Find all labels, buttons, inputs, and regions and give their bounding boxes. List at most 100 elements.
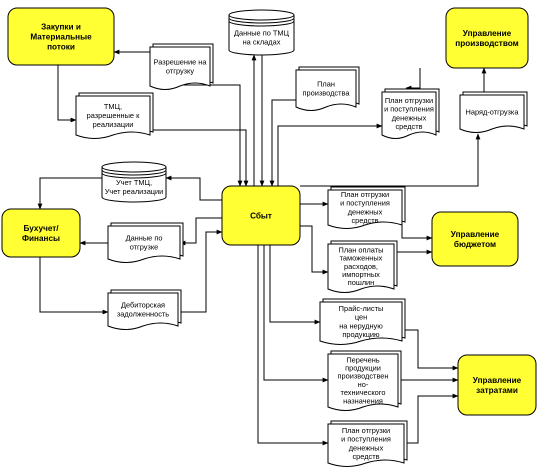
document-sheet [327, 189, 403, 229]
document-plan-oplaty-tamozhennyh[interactable]: План оплатытаможенныхрасходов,импортныхп… [327, 240, 398, 293]
document-sheet [327, 243, 395, 293]
process-label-line-1: Управление [451, 230, 500, 239]
document-sheet [75, 95, 151, 139]
arrow-tmc-to-sbyt [150, 129, 249, 187]
document-label-line-2: и поступления [384, 105, 434, 114]
document-sheet [107, 292, 179, 330]
cylinder-body [101, 161, 167, 203]
process-box [7, 7, 115, 66]
arrow-buhuchet-to-debitor [39, 257, 109, 315]
document-label-line-2: продукции [345, 363, 381, 372]
arrow-sbyt-to-plan-oplat [300, 225, 329, 275]
document-sheet [381, 91, 437, 139]
process-box [1, 208, 81, 258]
document-label-line-4: но- [358, 380, 369, 389]
arrow-proizvodstvo-to-plan-pr [405, 68, 421, 91]
document-label-line-3: денежных [349, 443, 384, 452]
document-sheet [107, 225, 181, 263]
arrow-sbyt-to-naryad [300, 133, 481, 187]
arrow-debitor-to-sbyt [178, 229, 223, 313]
cylinder-rim-1 [228, 14, 295, 21]
document-label-line-1: План отгрузки [342, 426, 390, 435]
process-box [445, 7, 529, 69]
process-label-line-2: производством [455, 39, 518, 48]
flow-arrows [37, 49, 487, 446]
document-label-line-4: продукцию [342, 330, 380, 339]
arrow-sbyt-to-prais [269, 245, 321, 325]
document-naryad-otgruzka[interactable]: Наряд-отгрузка [459, 91, 528, 133]
process-label-line-1: Закупки и [41, 22, 81, 31]
process-label-line-3: потоки [47, 42, 75, 51]
document-label-line-3: денежных [392, 113, 427, 122]
store-label-line-1: Учет ТМЦ, [116, 178, 152, 187]
document-label-line-1: План [317, 80, 335, 89]
document-sheet [319, 301, 403, 345]
cylinder-rim-3 [101, 172, 167, 179]
document-sheet [327, 423, 405, 467]
document-sheet [149, 46, 211, 90]
document-label-line-4: средств [351, 216, 378, 225]
arrow-plan-otgr2-to-budzhet [401, 218, 433, 241]
document-label-line-2: цен [355, 313, 367, 322]
arrow-razresh-to-sbyt [180, 84, 243, 187]
arrow-sbyt-to-plan-otgr1 [277, 123, 383, 186]
process-sbyt[interactable]: Сбыт [221, 185, 301, 246]
document-label-line-2: задолженность [117, 309, 169, 318]
cylinder-rim-3 [228, 20, 295, 27]
document-label-line-1: Прайс-листы [339, 304, 384, 313]
document-label-line-1: Дебиторская [121, 301, 165, 310]
document-label-line-2: производства [303, 88, 351, 97]
document-label-line-1: ТМЦ, [104, 102, 122, 111]
process-box [457, 354, 537, 416]
store-label-line-2: на складах [243, 38, 281, 47]
process-label-line-2: затратами [476, 386, 518, 395]
process-buhuchet-finansy[interactable]: Бухучет/Финансы [1, 208, 81, 258]
document-label-line-3: реализации [93, 120, 134, 129]
cylinder-body [228, 9, 295, 56]
arrow-plan-otgr3-to-zatraty [404, 393, 459, 444]
cylinder-rim-2 [228, 17, 295, 24]
store-label-line-1: Данные по ТМЦ [234, 29, 290, 38]
process-label-line-2: бюджетом [454, 239, 496, 249]
arrow-db-uchet-to-buhuchet [37, 177, 102, 210]
document-label-line-2: разрешенные к [87, 111, 140, 120]
document-label-line-6: назначения [343, 396, 383, 405]
document-label-line-3: производствен [338, 372, 389, 381]
process-label-line-1: Бухучет/ [23, 224, 59, 233]
document-label-line-1: Наряд-отгрузка [466, 107, 520, 116]
process-box [431, 211, 519, 267]
document-perechen-produkcii[interactable]: Переченьпродукциипроизводственно-техниче… [327, 350, 402, 411]
arrow-sbyt-to-perechen [263, 245, 329, 383]
cylinder-rim-2 [101, 169, 167, 176]
document-label-line-1: План отгрузки [341, 190, 389, 199]
document-label-line-1: План отгрузки [385, 96, 433, 105]
document-label-line-3: на нерудную [339, 321, 383, 330]
document-label-line-3: денежных [348, 207, 383, 216]
document-label-line-2: и поступления [341, 435, 391, 444]
arrow-sbyt-to-db-uchet [165, 175, 222, 201]
document-sheet [327, 353, 399, 411]
document-label-line-5: технического [341, 388, 386, 397]
arrow-sbyt-to-dannye [179, 217, 222, 246]
arrow-plan-pr-to-sbyt [269, 99, 296, 187]
process-box [221, 185, 301, 246]
document-label-line-1: Данные по [126, 234, 163, 243]
datastore-uchet-tmc[interactable]: Учет ТМЦ,Учет реализации [101, 161, 167, 203]
document-label-line-2: отгрузку [166, 66, 194, 75]
process-label-line-1: Управление [463, 29, 512, 38]
